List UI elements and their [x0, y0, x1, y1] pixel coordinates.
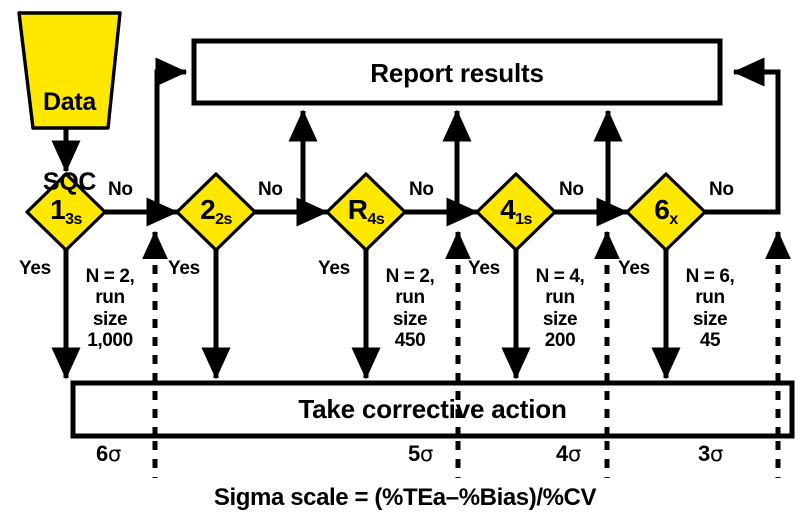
rule-1-3s-main: 1 — [50, 194, 66, 225]
rule-1-3s-no-label: No — [108, 179, 133, 200]
sigma-symbol-5: σ — [419, 442, 433, 466]
rule-6-x-shape[interactable] — [625, 172, 707, 252]
data-sqc-line1: Data — [43, 88, 96, 116]
edge-rule5-no-to-report — [705, 57, 781, 215]
rule-r-4s-yes-label: Yes — [318, 258, 350, 279]
data-sqc-shape — [17, 11, 122, 130]
rule-r-4s-label: R4s — [327, 194, 405, 228]
data-sqc-label: Data SQC — [19, 36, 120, 248]
rule-r-4s-no-label: No — [409, 179, 434, 200]
sigma-scale-formula: Sigma scale = (%TEa–%Bias)/%CV — [213, 484, 597, 511]
rule-4-1s-main: 4 — [500, 194, 516, 225]
sigma-label-5: 5σ — [408, 441, 433, 466]
rule-r-4s-shape[interactable] — [325, 172, 407, 252]
rule-2-2s-yes-label: Yes — [168, 258, 200, 279]
sigma-label-4-value: 4 — [556, 441, 568, 466]
rule-6-x-label: 6x — [627, 194, 705, 228]
sigma-label-4: 4σ — [556, 441, 581, 466]
rule-1-3s-yes-label: Yes — [19, 258, 51, 279]
report-results-label: Report results — [370, 58, 544, 88]
rule-4-1s-no-label: No — [559, 179, 584, 200]
rule-4-1s-label: 41s — [477, 194, 555, 228]
rule-2-2s-main: 2 — [200, 194, 216, 225]
data-sqc-line2: SQC — [42, 167, 97, 196]
rule-r-4s-main: R — [347, 194, 368, 225]
rule-1-3s-shape[interactable] — [25, 172, 107, 252]
rule-2-2s-label: 22s — [177, 194, 255, 228]
rule-4-1s-yes-label: Yes — [468, 258, 500, 279]
rule-4-1s-sub: 1s — [515, 211, 532, 228]
report-results-shape — [191, 38, 723, 106]
rule-6-x-sub: x — [669, 211, 678, 228]
sigma-symbol-6: σ — [107, 442, 121, 466]
edge-rule1-no-to-report — [154, 57, 188, 212]
rule-6-x-no-label: No — [709, 179, 734, 200]
sigma-label-3: 3σ — [698, 441, 723, 466]
corrective-action-label: Take corrective action — [298, 394, 567, 424]
sigma-symbol-3: σ — [709, 442, 723, 466]
sigma-label-6: 6σ — [96, 441, 121, 466]
rule-2-2s-no-label: No — [258, 179, 283, 200]
rule-1-3s-sub: 3s — [65, 211, 82, 228]
rule-2-2s-shape[interactable] — [175, 172, 257, 252]
rule-1-3s-label: 13s — [27, 194, 105, 228]
sigma-symbol-4: σ — [567, 442, 581, 466]
sigma-label-3-value: 3 — [698, 441, 710, 466]
rule-r-4s-sub: 4s — [367, 211, 385, 228]
rule-6-x-main: 6 — [654, 194, 670, 225]
rule-2-2s-sub: 2s — [215, 211, 232, 228]
corrective-action-shape — [70, 380, 795, 439]
rule-6-x-yes-label: Yes — [618, 258, 650, 279]
rule-4-1s-shape[interactable] — [475, 172, 557, 252]
sigma-label-5-value: 5 — [408, 441, 420, 466]
sigma-label-6-value: 6 — [96, 441, 108, 466]
